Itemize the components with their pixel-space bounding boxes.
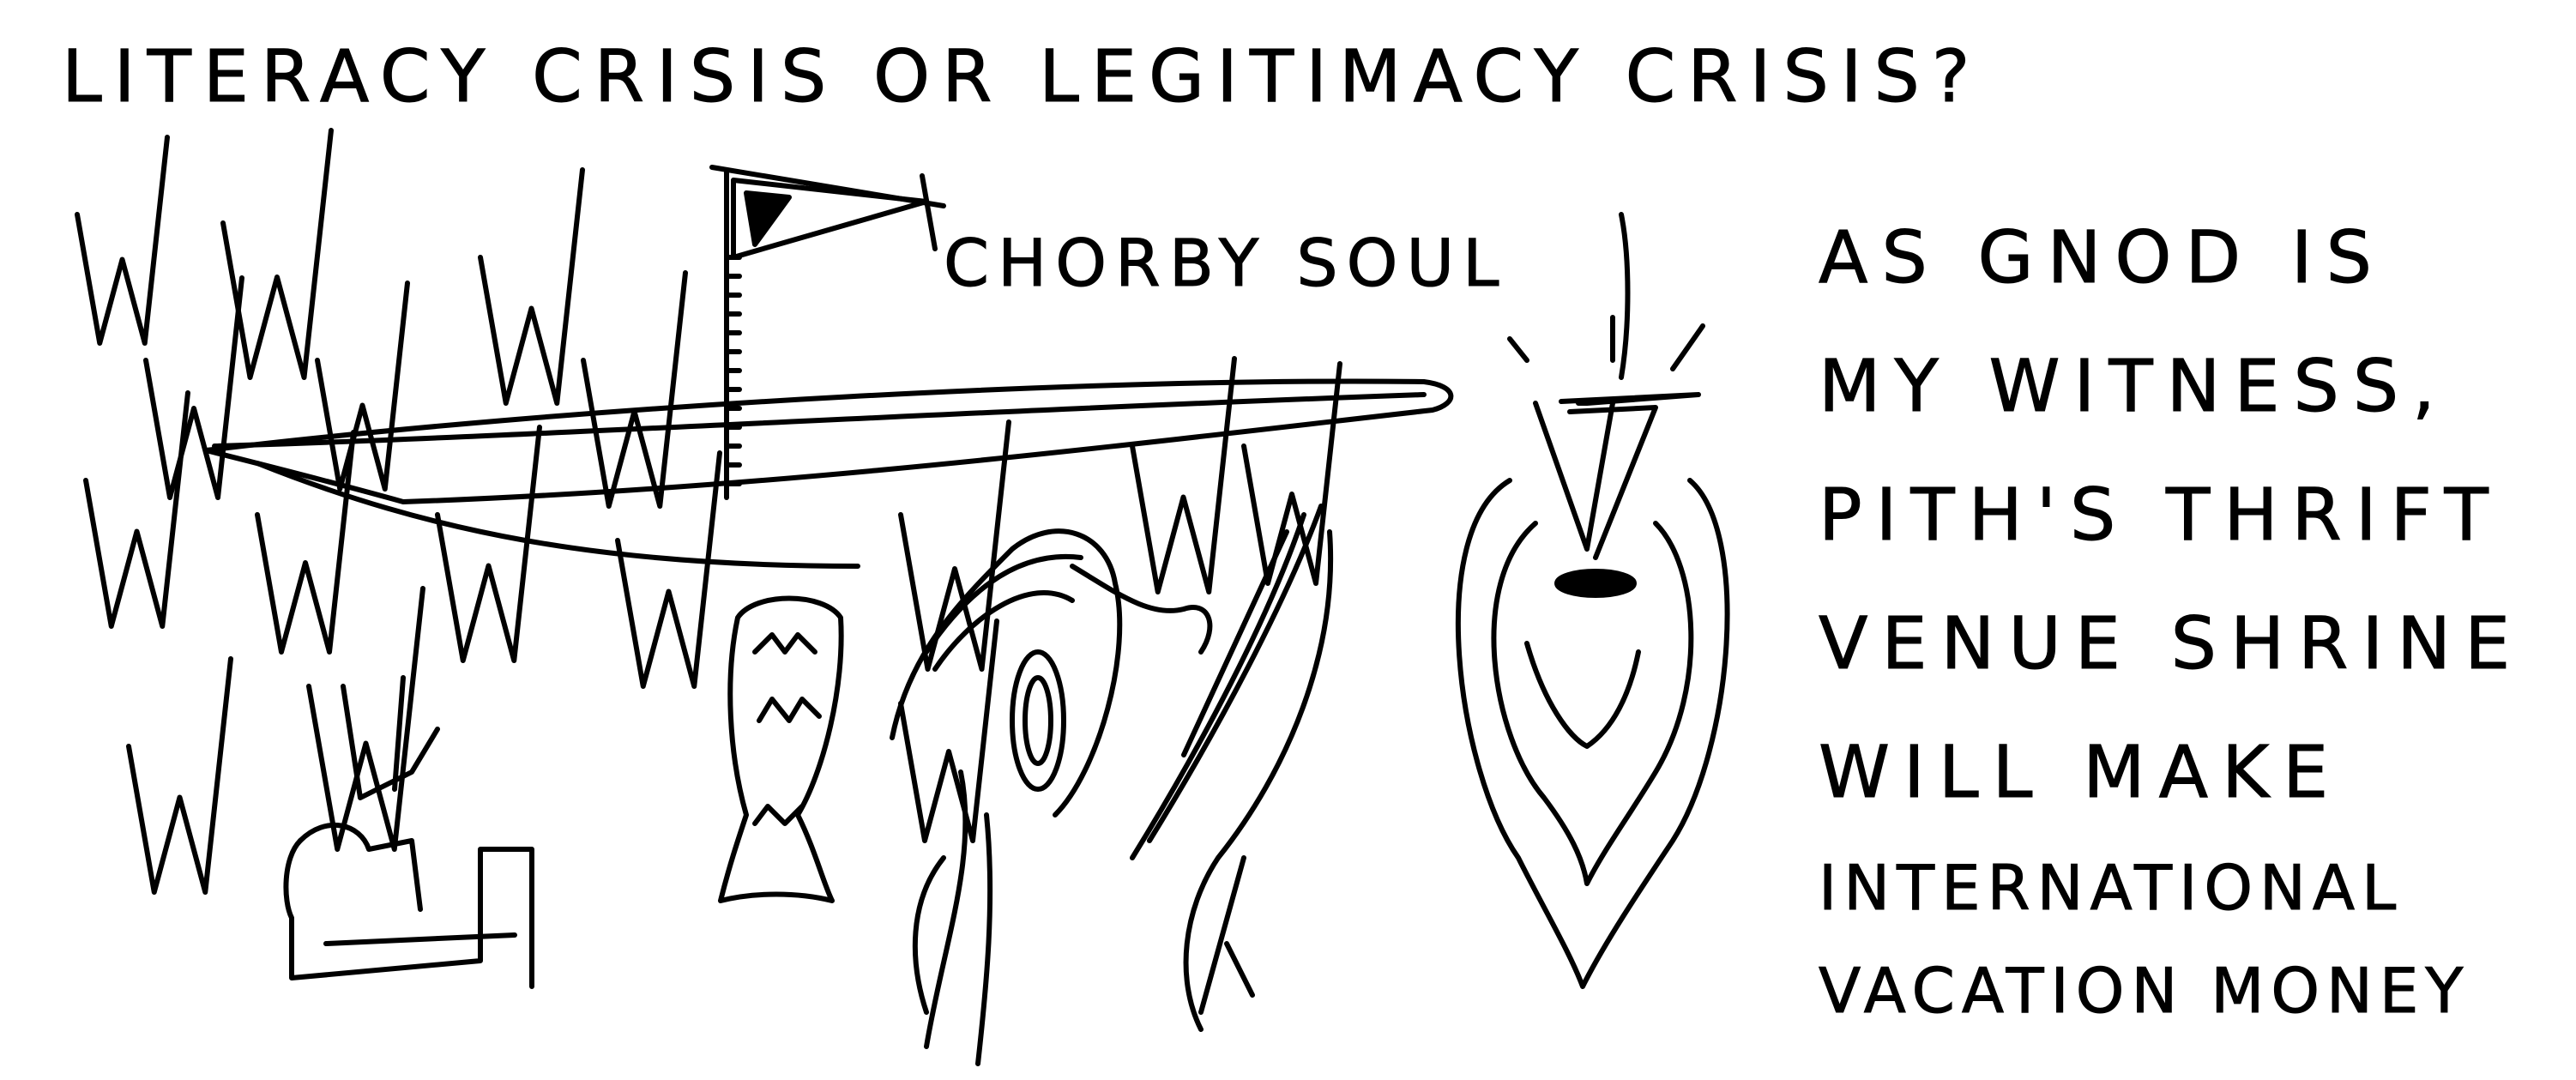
scribble-w (220, 128, 334, 380)
scribble-w (615, 450, 722, 689)
scribble-w (315, 281, 410, 492)
scribble-w (1241, 361, 1342, 586)
mast-with-flag (709, 165, 946, 500)
scribble-w (581, 270, 688, 509)
comic-title: LITERACY CRISIS OR LEGITIMACY CRISIS? (61, 34, 1982, 119)
scribbled-creatures (890, 504, 1333, 1066)
scribble-w (435, 425, 542, 663)
scribble-w (75, 135, 170, 346)
caption-text-block: AS GNOD IS MY WITNESS, PITH'S THRIFT VEN… (1818, 193, 2525, 1042)
caption-line: PITH'S THRIFT (1818, 473, 2502, 558)
scribble-w (898, 618, 999, 843)
scribble-w (83, 390, 190, 629)
vortex-shrine (1455, 212, 1730, 989)
caption-line: VENUE SHRINE (1818, 601, 2525, 686)
caption-line: AS GNOD IS (1818, 215, 2386, 300)
scribble-w (1130, 356, 1237, 594)
caption-line: VACATION MONEY (1818, 955, 2470, 1028)
scribble-w (126, 656, 233, 895)
fish-figure (718, 595, 844, 903)
scribble-w (143, 275, 244, 500)
boat-label: CHORBY SOUL (943, 225, 1508, 302)
armchair (283, 675, 534, 989)
caption-line: MY WITNESS, (1818, 344, 2449, 429)
boat-hull (203, 378, 1454, 569)
caption-line: INTERNATIONAL (1818, 852, 2404, 925)
scribble-w (478, 167, 585, 406)
scribble-w (898, 419, 1011, 672)
scribble-w (255, 430, 356, 655)
caption-line: WILL MAKE (1818, 730, 2343, 815)
scribble-w (306, 586, 425, 852)
